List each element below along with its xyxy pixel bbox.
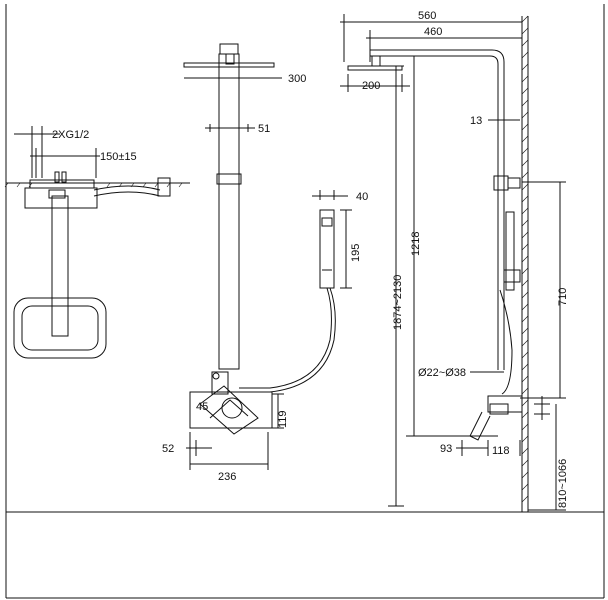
hand-length-label: 195 — [350, 244, 362, 262]
mixer-inner-label: 45 — [196, 401, 208, 413]
head-width-label: 200 — [362, 80, 380, 92]
side-view — [340, 14, 566, 511]
arm-length-label: 460 — [424, 26, 442, 38]
head-size-label: 300 — [288, 73, 306, 85]
mixer-offset-label: 52 — [162, 443, 174, 455]
bracket-spacing-label: 710 — [557, 288, 569, 306]
riser-height-label: 1218 — [410, 232, 422, 256]
mixer-width-label: 236 — [218, 471, 236, 483]
overall-width-label: 560 — [418, 10, 436, 22]
mixer-height-label: 119 — [277, 410, 289, 428]
center-distance-label: 150±15 — [100, 151, 137, 163]
clamp-range-label: Ø22~Ø38 — [418, 367, 466, 379]
mixer-wall-label: 118 — [492, 445, 510, 457]
hand-width-label: 40 — [356, 191, 368, 203]
connection-label: 2XG1/2 — [52, 129, 89, 141]
drawing-frame — [5, 4, 605, 599]
install-height-label: 810~1066 — [557, 459, 569, 508]
overall-height-label: 1874~2130 — [392, 275, 404, 330]
mixer-depth-label: 93 — [440, 443, 452, 455]
wall — [521, 15, 529, 512]
mixer-top-view — [4, 126, 190, 359]
wall-gap-label: 13 — [470, 115, 482, 127]
pipe-diameter-label: 51 — [258, 123, 270, 135]
front-view — [183, 43, 352, 470]
